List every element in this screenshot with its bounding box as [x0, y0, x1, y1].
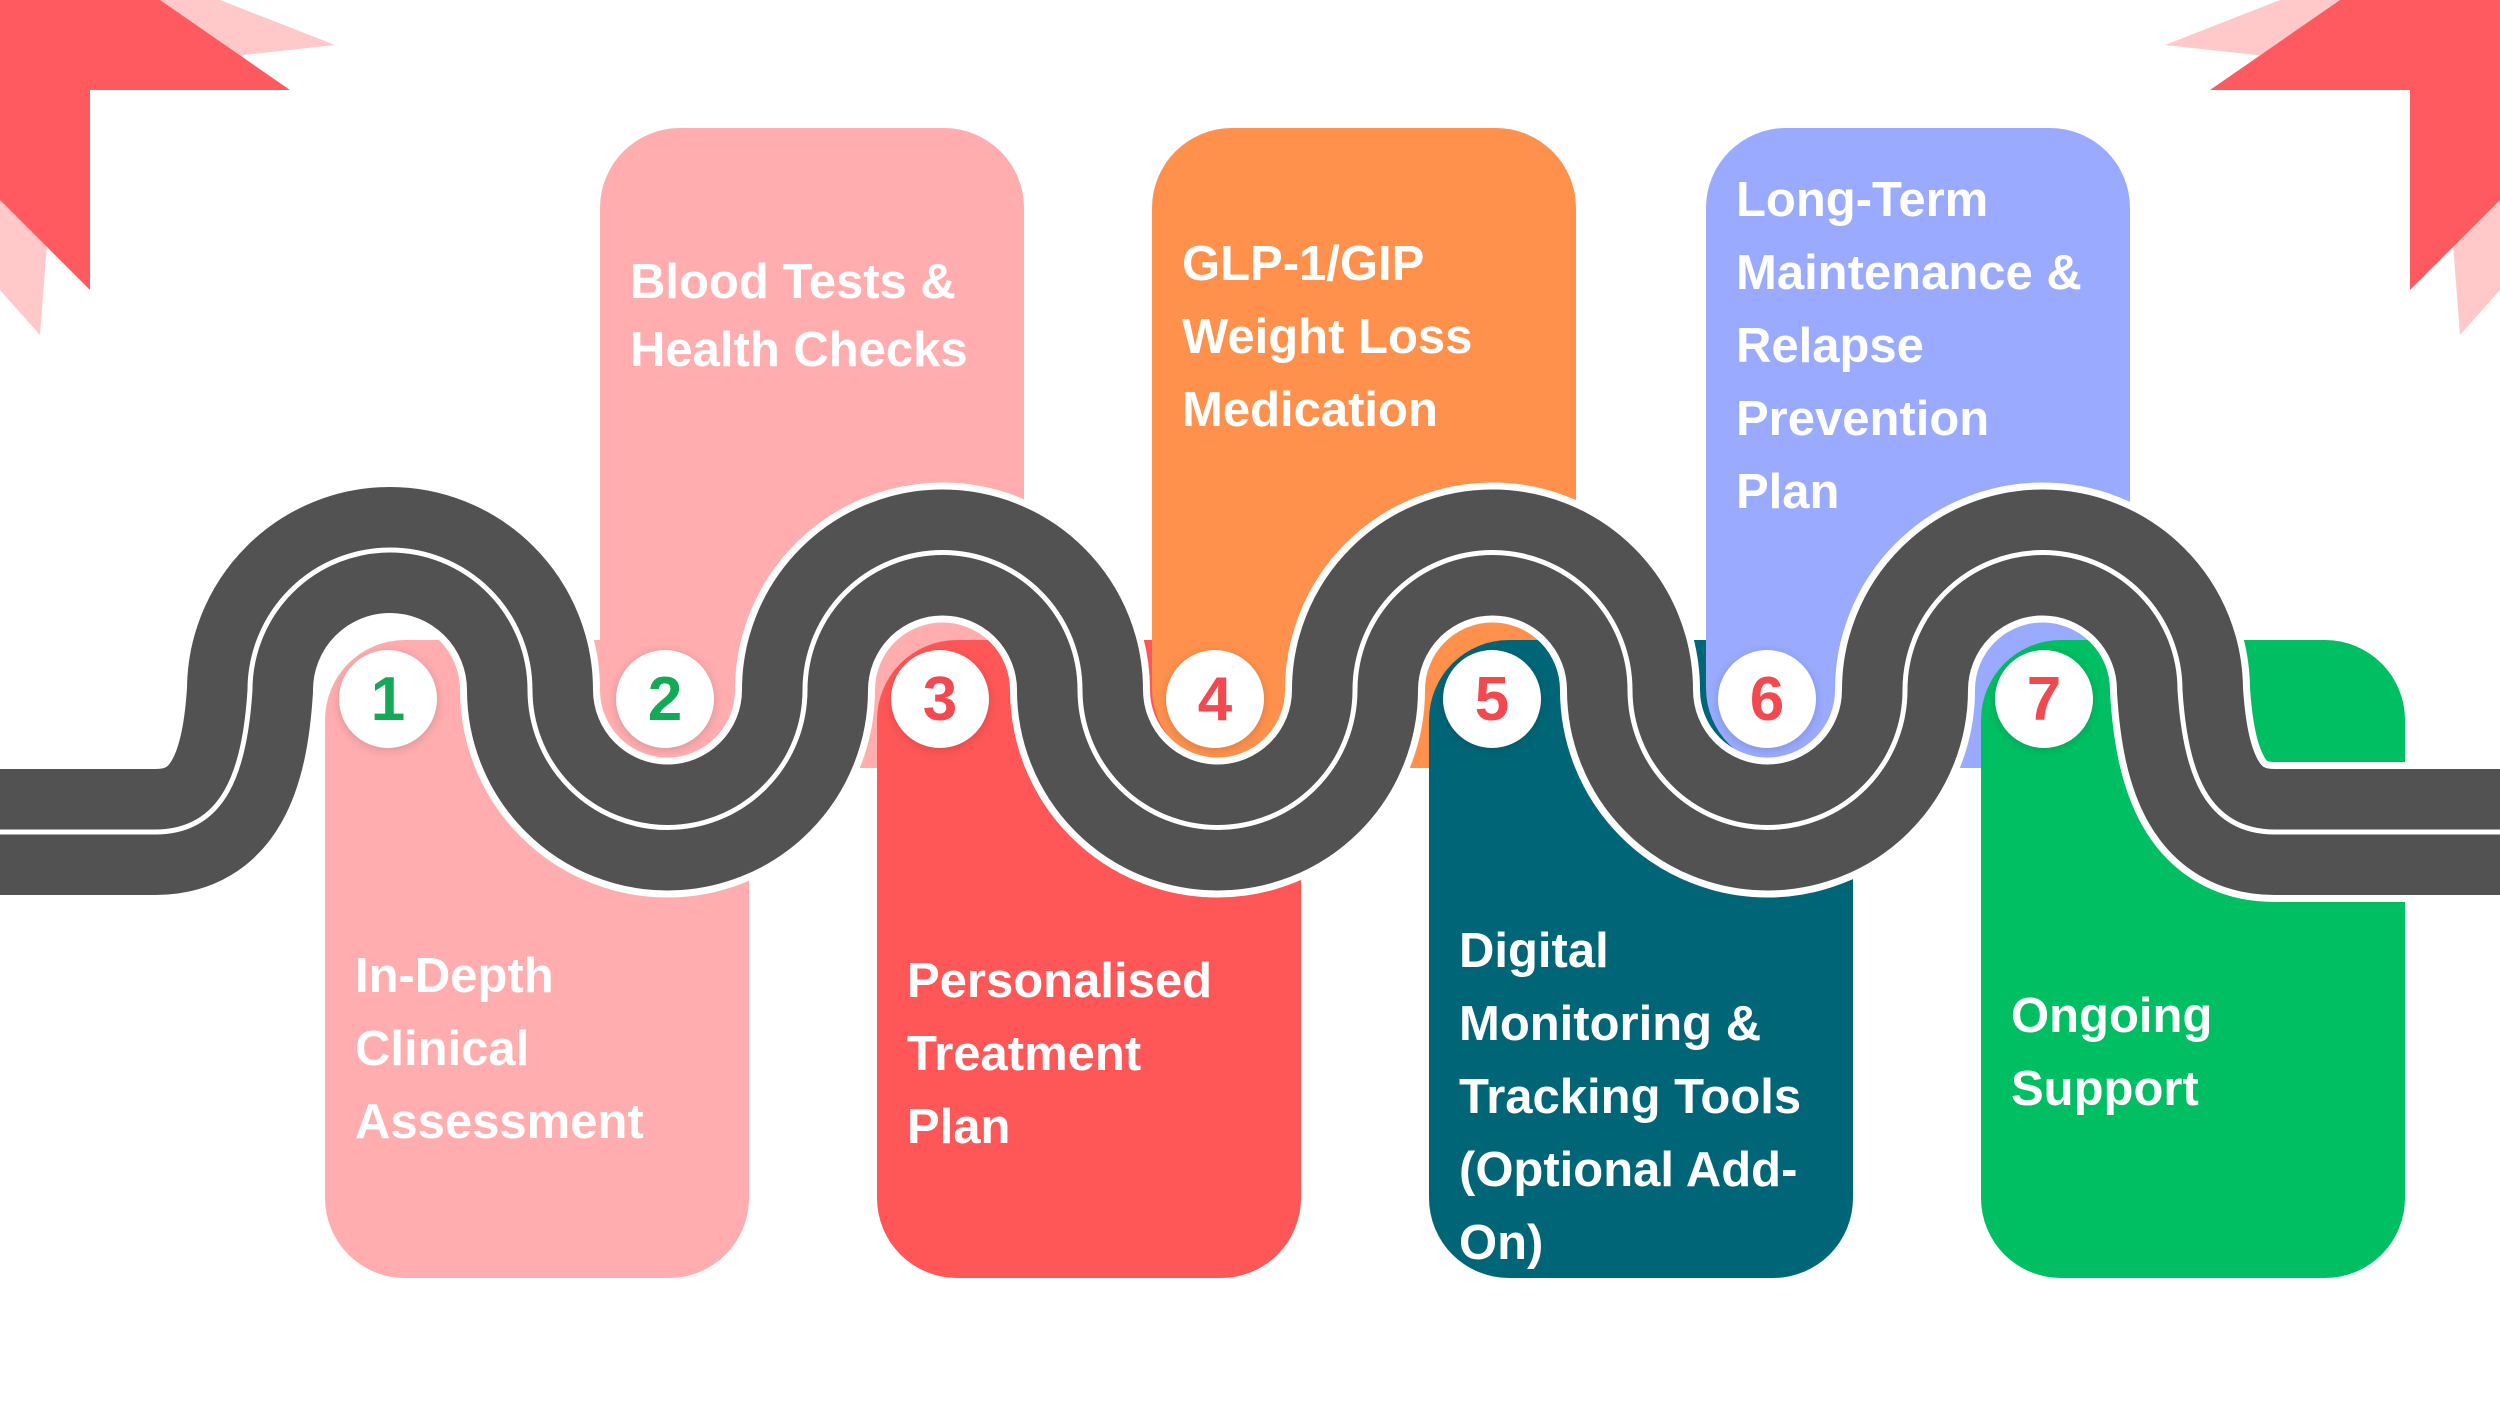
step-2-number: 2: [647, 664, 683, 734]
step-3-number: 3: [922, 664, 958, 734]
step-4-number-badge: 4: [1166, 650, 1264, 748]
step-6-text: Long-Term Maintenance & Relapse Preventi…: [1736, 173, 2082, 519]
step-1-number-badge: 1: [339, 650, 437, 748]
step-5-number: 5: [1474, 664, 1510, 734]
step-3-text: Personalised Treatment Plan: [907, 954, 1213, 1154]
road-center-line: [0, 547, 2500, 835]
step-5-text: Digital Monitoring & Tracking Tools (Opt…: [1459, 924, 1802, 1270]
step-2-text: Blood Tests & Health Checks: [630, 255, 968, 377]
step-6-number-badge: 6: [1718, 650, 1816, 748]
step-4-number: 4: [1197, 664, 1233, 734]
corner-chevron-top-left: [0, 0, 335, 335]
corner-chevron-top-right: [2165, 0, 2500, 335]
step-7-number: 7: [2026, 664, 2062, 734]
step-3-number-badge: 3: [891, 650, 989, 748]
step-5-number-badge: 5: [1443, 650, 1541, 748]
step-1-number: 1: [370, 664, 406, 734]
step-4-text: GLP-1/GIP Weight Loss Medication: [1182, 237, 1473, 437]
step-1-text: In-Depth Clinical Assessment: [355, 949, 644, 1149]
step-7-number-badge: 7: [1995, 650, 2093, 748]
step-2-number-badge: 2: [616, 650, 714, 748]
step-7-text: Ongoing Support: [2011, 989, 2213, 1116]
step-6-number: 6: [1749, 664, 1785, 734]
